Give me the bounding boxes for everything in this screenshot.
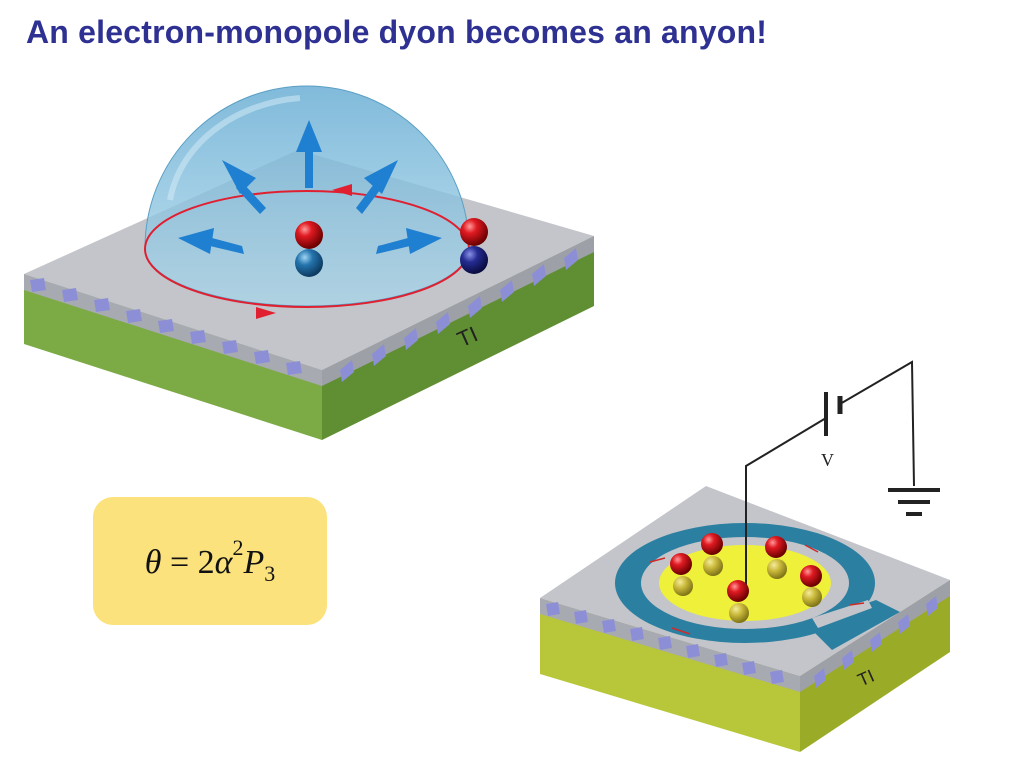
image-charge (703, 556, 723, 576)
field-arrow-upright (356, 160, 398, 214)
dome-highlight (167, 95, 301, 201)
edge-arrow (564, 248, 578, 270)
orbit-arrow-front (256, 307, 276, 319)
electron (670, 553, 692, 575)
slide-title: An electron-monopole dyon becomes an any… (26, 14, 768, 50)
top-slab-right-side (322, 236, 594, 440)
field-arrow-up (296, 120, 322, 188)
edge-arrow (222, 340, 238, 354)
edge-arrow (842, 650, 854, 670)
top-edge-arrows (30, 248, 578, 382)
electron (701, 533, 723, 555)
theta-formula: θ = 2α2P3 (145, 535, 276, 587)
electron-orbiting (460, 218, 488, 246)
electron-center (295, 221, 323, 249)
flow-arrow (849, 602, 865, 606)
edge-arrow (770, 670, 784, 684)
channel-exit (806, 600, 900, 650)
top-diagram: TI (24, 85, 594, 440)
top-slab-edge-band-right (322, 236, 594, 386)
electron (727, 580, 749, 602)
edge-arrow (340, 360, 354, 382)
edge-arrow (468, 296, 482, 318)
image-charge (767, 559, 787, 579)
edge-arrow (158, 319, 174, 333)
image-charge (673, 576, 693, 596)
monopole-field-arrows (178, 120, 442, 254)
p-subscript: 3 (264, 561, 276, 586)
edge-arrow (658, 636, 672, 650)
alpha-exponent: 2 (232, 535, 244, 560)
flow-arrow (649, 557, 666, 563)
flow-arrow (804, 544, 819, 553)
edge-arrow (436, 312, 450, 334)
edge-arrow (926, 596, 938, 616)
monopole-orbiting (460, 246, 488, 274)
edge-arrow (30, 278, 46, 292)
edge-arrow (546, 602, 560, 616)
edge-arrow (404, 328, 418, 350)
edge-arrow (630, 627, 644, 641)
channel-flow-arrows (649, 544, 865, 635)
bottom-slab-right-side (800, 580, 950, 752)
bottom-slab-left-side (540, 598, 800, 752)
edge-arrow (254, 350, 270, 364)
orbit-arrow-back (332, 184, 352, 196)
field-arrow-right (376, 228, 442, 254)
edge-arrow (286, 361, 302, 375)
field-arrow-left (178, 228, 244, 254)
theta-symbol: θ (144, 544, 162, 581)
edge-arrow (126, 309, 142, 323)
field-arrow-upleft (222, 160, 266, 214)
edge-arrow (898, 614, 910, 634)
bias-wire (745, 417, 827, 590)
bottom-edge-arrows (546, 596, 938, 688)
edge-arrow (602, 619, 616, 633)
edge-arrow (686, 644, 700, 658)
edge-arrow (62, 288, 78, 302)
edge-arrow (532, 264, 546, 286)
edge-arrow (372, 344, 386, 366)
image-charge (802, 587, 822, 607)
edge-arrow (742, 661, 756, 675)
edge-arrow (574, 610, 588, 624)
electron (800, 565, 822, 587)
p-symbol: P (243, 544, 265, 581)
edge-arrow (94, 298, 110, 312)
ground-wire (839, 360, 915, 487)
voltage-label: V (821, 450, 834, 470)
image-charge (729, 603, 749, 623)
electron (765, 536, 787, 558)
channel-exit-inner (812, 600, 872, 628)
top-slab-left-side (24, 274, 322, 440)
monopole-center (295, 249, 323, 277)
equals-two: = 2 (161, 544, 215, 581)
bias-circuit (745, 360, 940, 590)
edge-arrow (190, 330, 206, 344)
bottom-diagram: V TI (540, 360, 950, 752)
edge-arrow (500, 280, 514, 302)
bottom-slab-label: TI (855, 666, 878, 691)
edge-arrow (814, 668, 826, 688)
alpha-symbol: α (214, 544, 233, 581)
edge-arrow (870, 632, 882, 652)
flow-arrow (671, 627, 691, 635)
edge-arrow (714, 653, 728, 667)
formula-box: θ = 2α2P3 (93, 497, 327, 625)
